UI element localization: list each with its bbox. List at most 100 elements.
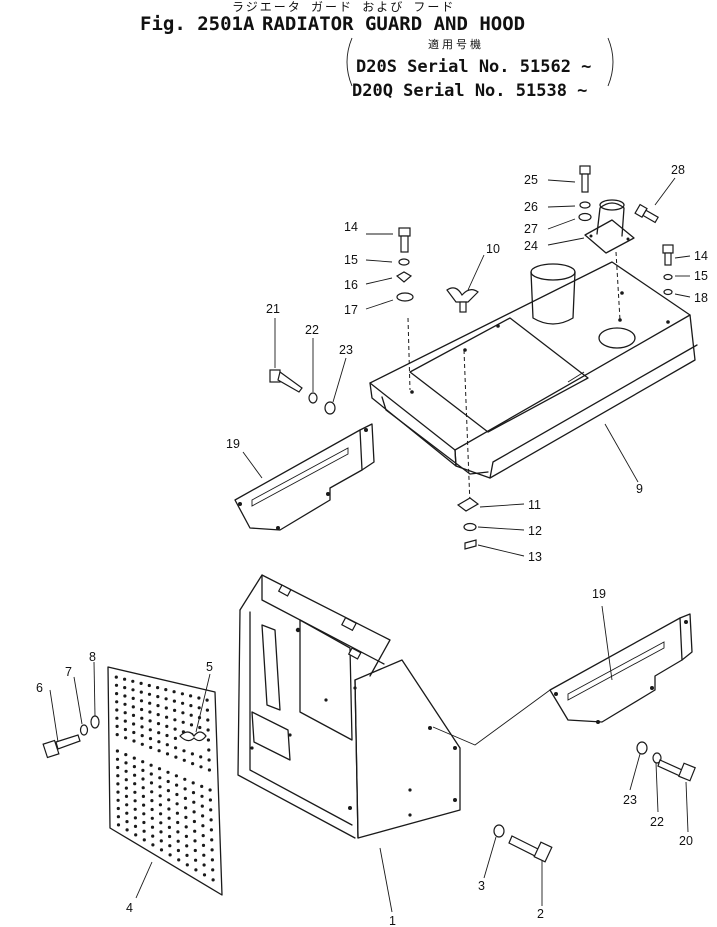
screen-perforation bbox=[142, 803, 146, 807]
screen-perforation bbox=[125, 828, 129, 832]
washer-26 bbox=[579, 201, 591, 209]
screen-perforation bbox=[116, 782, 120, 786]
screen-perforation bbox=[132, 756, 136, 760]
applicable-models-label: 適用号機 bbox=[428, 37, 484, 51]
screen-perforation bbox=[133, 773, 137, 777]
screen-perforation bbox=[139, 681, 143, 686]
screen-perforation bbox=[124, 736, 128, 740]
title-japanese: ラジエータ ガード および フード bbox=[232, 0, 455, 14]
screen-perforation bbox=[131, 688, 135, 692]
label-part-3: 3 bbox=[478, 879, 485, 893]
screen-perforation bbox=[123, 677, 127, 681]
label-part-25: 25 bbox=[524, 173, 538, 187]
screen-perforation bbox=[211, 878, 215, 882]
screen-perforation bbox=[159, 821, 163, 825]
screen-perforation bbox=[176, 848, 180, 853]
screen-perforation bbox=[158, 776, 162, 780]
label-part-19-left: 19 bbox=[226, 437, 240, 451]
screen-perforation bbox=[175, 792, 179, 797]
hood-stack-top bbox=[530, 263, 576, 281]
screen-perforation bbox=[142, 812, 146, 816]
screen-perforation bbox=[133, 790, 137, 794]
screen-perforation bbox=[202, 873, 207, 877]
screen-perforation bbox=[157, 749, 161, 753]
label-part-15-right: 15 bbox=[694, 269, 708, 283]
screen-perforation bbox=[205, 708, 209, 712]
screen-perforation bbox=[142, 838, 146, 842]
screen-perforation bbox=[132, 765, 136, 769]
screen-perforation bbox=[202, 863, 206, 867]
screen-perforation bbox=[151, 843, 155, 847]
screen-perforation bbox=[210, 838, 214, 842]
screen-perforation bbox=[115, 700, 119, 704]
screen-perforation bbox=[124, 786, 128, 790]
screen-perforation bbox=[116, 765, 120, 770]
washer-7 bbox=[79, 724, 89, 736]
screen-perforation bbox=[201, 834, 205, 838]
hood-assembly bbox=[369, 261, 698, 479]
screen-perforation bbox=[177, 858, 181, 862]
washer-8 bbox=[90, 715, 100, 729]
screen-perforation bbox=[165, 752, 170, 756]
screen-perforation bbox=[123, 702, 127, 706]
bolt-20 bbox=[657, 759, 696, 782]
screen-perforation bbox=[123, 694, 127, 698]
screen-perforation bbox=[194, 868, 198, 872]
screen-perforation bbox=[147, 692, 152, 696]
label-part-18: 18 bbox=[694, 291, 708, 305]
label-part-12: 12 bbox=[528, 524, 542, 538]
screen-perforation bbox=[181, 720, 185, 724]
hood-top bbox=[369, 261, 691, 451]
washer-23-lower bbox=[636, 741, 648, 755]
paren-close bbox=[607, 37, 614, 87]
screen-perforation bbox=[200, 794, 204, 798]
latch-5 bbox=[179, 731, 207, 742]
screen-perforation bbox=[159, 812, 163, 816]
label-part-27: 27 bbox=[524, 222, 538, 236]
screen-perforation bbox=[131, 713, 136, 718]
label-part-28: 28 bbox=[671, 163, 685, 177]
screen-perforation bbox=[115, 692, 119, 696]
screen-perforation bbox=[150, 807, 154, 812]
screen-perforation bbox=[165, 715, 169, 719]
screen-perforation bbox=[124, 761, 128, 765]
screen-perforation bbox=[123, 727, 127, 732]
screen-perforation bbox=[206, 728, 210, 732]
label-part-5: 5 bbox=[206, 660, 213, 674]
label-part-9: 9 bbox=[636, 482, 643, 496]
hood-stack bbox=[530, 271, 576, 325]
screen-perforation bbox=[182, 758, 186, 762]
washer-23-upper bbox=[324, 401, 336, 415]
screen-perforation bbox=[149, 772, 153, 776]
screen-perforation bbox=[141, 786, 145, 790]
label-part-17: 17 bbox=[344, 303, 358, 317]
screen-perforation bbox=[158, 803, 162, 807]
screen-perforation bbox=[208, 788, 212, 792]
screen-perforation bbox=[183, 777, 187, 781]
screen-perforation bbox=[156, 686, 160, 690]
screen-perforation bbox=[199, 755, 203, 759]
screen-perforation bbox=[206, 738, 210, 742]
label-part-16: 16 bbox=[344, 278, 358, 292]
screen-perforation bbox=[193, 839, 197, 843]
screen-perforation bbox=[209, 828, 213, 832]
hood-round-hole bbox=[598, 327, 636, 349]
screen-perforation bbox=[189, 704, 193, 708]
screen-perforation bbox=[114, 683, 119, 687]
screen-perforation bbox=[172, 690, 176, 694]
screen-perforation bbox=[167, 807, 171, 811]
label-part-22-lower: 22 bbox=[650, 815, 664, 829]
screen-perforation bbox=[125, 803, 129, 807]
screen-perforation bbox=[184, 806, 188, 810]
washer-27 bbox=[578, 212, 592, 222]
screen-perforation bbox=[141, 777, 145, 781]
screen-perforation bbox=[164, 706, 168, 710]
screen-perforation bbox=[116, 806, 120, 811]
label-part-24: 24 bbox=[524, 239, 538, 253]
screen-perforation bbox=[174, 746, 178, 750]
screen-perforation bbox=[173, 718, 177, 722]
screen-perforation bbox=[150, 825, 155, 829]
screen-perforation bbox=[148, 728, 152, 732]
screen-perforation bbox=[149, 781, 154, 785]
screen-perforation bbox=[133, 824, 138, 829]
